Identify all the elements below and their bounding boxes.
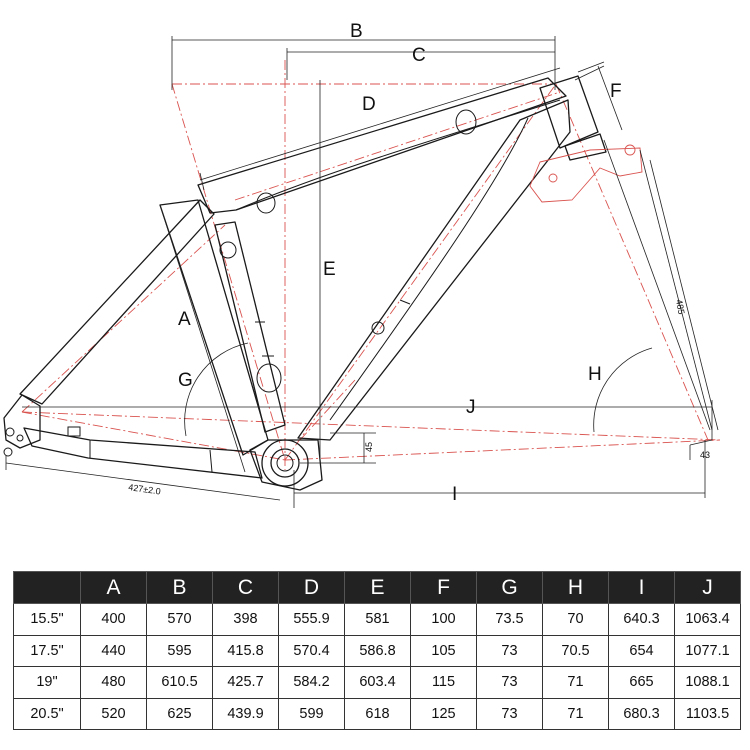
label-a: A — [178, 309, 191, 330]
table-cell: 400 — [80, 603, 147, 636]
table-cell: 595 — [146, 634, 213, 667]
table-cell: 73.5 — [476, 603, 543, 636]
table-cell: 125 — [410, 697, 477, 730]
chainstay-length-note: 427±2.0 — [128, 482, 162, 496]
centerlines — [21, 60, 721, 470]
label-c: C — [412, 45, 426, 66]
label-d: D — [362, 94, 376, 115]
table-cell: 425.7 — [212, 666, 279, 699]
size-cell: 17.5" — [13, 634, 81, 667]
header-size — [13, 571, 81, 604]
table-cell: 618 — [344, 697, 411, 730]
bottom-bracket — [249, 439, 323, 491]
table-cell: 603.4 — [344, 666, 411, 699]
table-cell: 73 — [476, 634, 543, 667]
label-b: B — [350, 21, 363, 42]
header-i: I — [608, 571, 675, 604]
table-cell: 610.5 — [146, 666, 213, 699]
table-cell: 665 — [608, 666, 675, 699]
table-cell: 654 — [608, 634, 675, 667]
header-c: C — [212, 571, 279, 604]
table-cell: 70 — [542, 603, 609, 636]
table-cell: 415.8 — [212, 634, 279, 667]
table-header-row: A B C D E F G H I J — [13, 571, 741, 604]
table-cell: 71 — [542, 666, 609, 699]
table-cell: 581 — [344, 603, 411, 636]
down-tube — [297, 99, 571, 441]
table-cell: 520 — [80, 697, 147, 730]
label-j: J — [466, 397, 476, 418]
table-cell: 105 — [410, 634, 477, 667]
top-tube — [197, 77, 567, 214]
size-cell: 20.5" — [13, 697, 81, 730]
size-cell: 19" — [13, 666, 81, 699]
table-cell: 625 — [146, 697, 213, 730]
table-cell: 115 — [410, 666, 477, 699]
header-g: G — [476, 571, 543, 604]
table-cell: 586.8 — [344, 634, 411, 667]
table-cell: 640.3 — [608, 603, 675, 636]
table-row: 15.5" 400 570 398 555.9 581 100 73.5 70 … — [13, 603, 741, 636]
table-cell: 555.9 — [278, 603, 345, 636]
label-h: H — [588, 364, 602, 385]
label-f: F — [610, 81, 622, 102]
table-cell: 1103.5 — [674, 697, 741, 730]
size-cell: 15.5" — [13, 603, 81, 636]
frame-geometry-diagram: B C D E F A G H J I 427±2.0 45 485 43 — [3, 21, 721, 508]
table-cell: 570.4 — [278, 634, 345, 667]
table-cell: 71 — [542, 697, 609, 730]
table-cell: 570 — [146, 603, 213, 636]
geometry-table: A B C D E F G H I J 15.5" 400 570 398 55… — [13, 571, 741, 730]
table-cell: 599 — [278, 697, 345, 730]
table-cell: 73 — [476, 697, 543, 730]
header-j: J — [674, 571, 741, 604]
table-cell: 680.3 — [608, 697, 675, 730]
table-row: 20.5" 520 625 439.9 599 618 125 73 71 68… — [13, 697, 741, 730]
fork-offset-note: 43 — [700, 450, 710, 460]
table-row: 19" 480 610.5 425.7 584.2 603.4 115 73 7… — [13, 666, 741, 699]
label-e: E — [323, 259, 336, 280]
table-cell: 1077.1 — [674, 634, 741, 667]
dimension-lines — [5, 36, 713, 508]
header-a: A — [80, 571, 147, 604]
table-cell: 480 — [80, 666, 147, 699]
table-cell: 100 — [410, 603, 477, 636]
header-b: B — [146, 571, 213, 604]
table-cell: 584.2 — [278, 666, 345, 699]
rear-triangle — [3, 199, 263, 479]
table-cell: 1088.1 — [674, 666, 741, 699]
header-f: F — [410, 571, 477, 604]
table-cell: 439.9 — [212, 697, 279, 730]
label-i: I — [452, 484, 457, 505]
header-e: E — [344, 571, 411, 604]
fork-length-note: 485 — [674, 299, 686, 316]
table-cell: 398 — [212, 603, 279, 636]
table-cell: 440 — [80, 634, 147, 667]
label-g: G — [178, 370, 193, 391]
table-cell: 73 — [476, 666, 543, 699]
bb-drop-note: 45 — [364, 442, 374, 452]
table-cell: 70.5 — [542, 634, 609, 667]
table-row: 17.5" 440 595 415.8 570.4 586.8 105 73 7… — [13, 634, 741, 667]
table-cell: 1063.4 — [674, 603, 741, 636]
fork-axis — [574, 65, 719, 460]
header-d: D — [278, 571, 345, 604]
head-tube — [529, 75, 643, 203]
header-h: H — [542, 571, 609, 604]
dimension-labels: B C D E F A G H J I 427±2.0 45 485 43 — [128, 21, 710, 505]
